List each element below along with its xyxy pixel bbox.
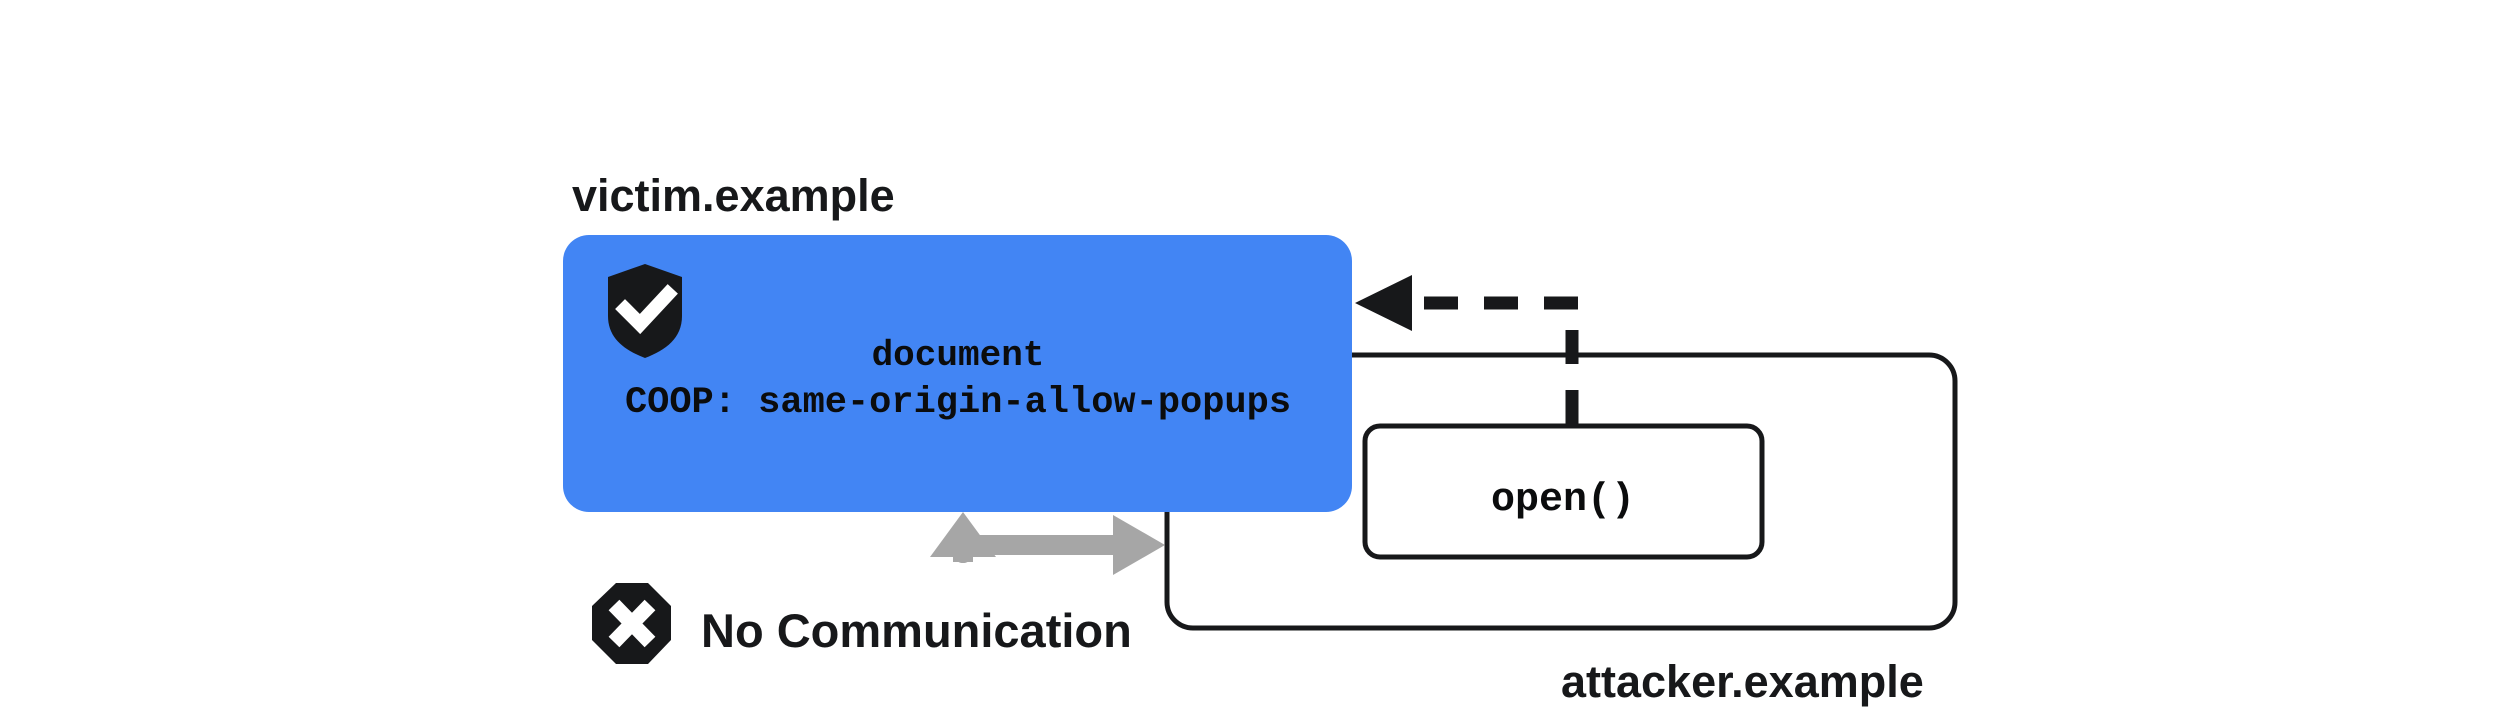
open-call-label: open(): [1491, 478, 1635, 523]
shield-check-icon: [608, 264, 682, 358]
victim-origin-label: victim.example: [572, 170, 895, 221]
gray-blocked-two-way-arrow: [930, 512, 1165, 575]
attacker-origin-label: attacker.example: [1561, 656, 1924, 707]
octagon-x-icon: [592, 583, 671, 664]
open-call-box: [1362, 423, 1765, 560]
no-communication-label: No Communication: [701, 604, 1132, 657]
victim-coop-label: COOP: same-origin-allow-popups: [625, 382, 1291, 424]
dashed-open-returns-handle-arrow: [1355, 275, 1579, 424]
victim-origin-box: [563, 235, 1352, 512]
victim-document-label: document: [872, 335, 1045, 376]
